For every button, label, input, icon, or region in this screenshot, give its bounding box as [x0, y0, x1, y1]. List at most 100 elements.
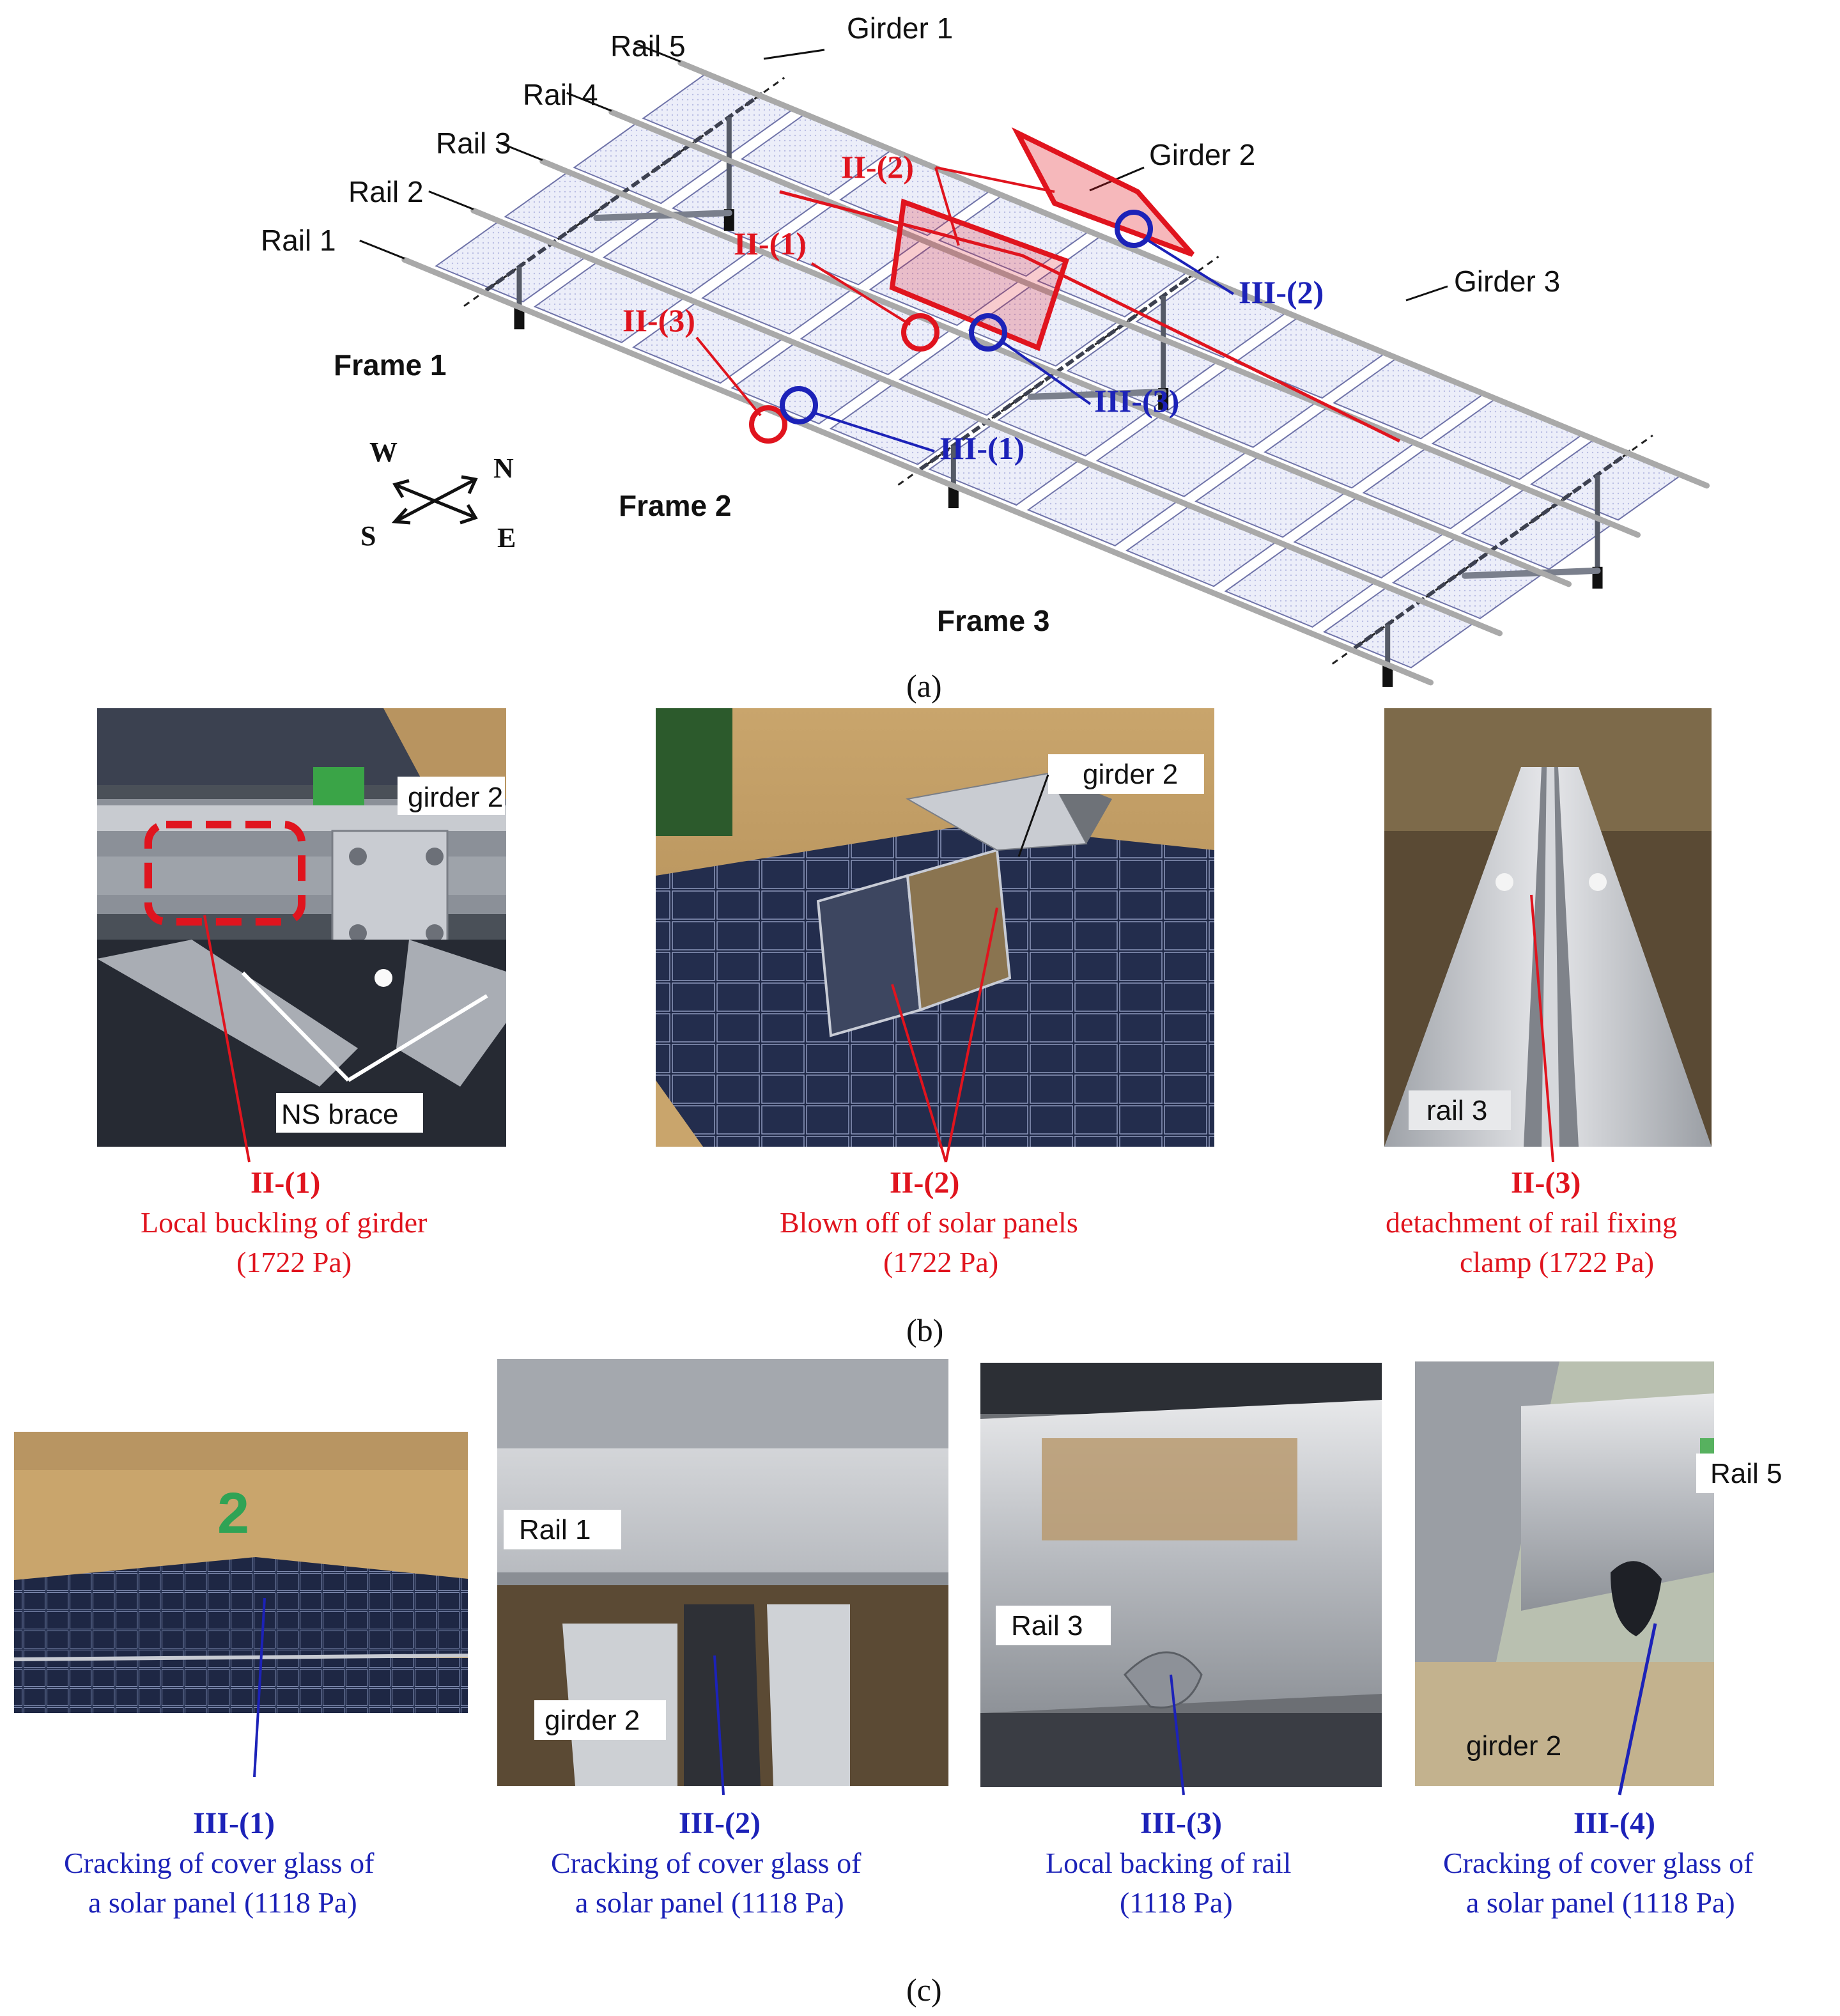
- photo-iii-2: Rail 1 girder 2: [497, 1359, 948, 1795]
- compass-south: S: [360, 520, 376, 552]
- caption-ii-1-line1: Local buckling of girder: [141, 1206, 427, 1239]
- compass-arrows-icon: [391, 475, 478, 525]
- photo-ii-1: girder 2 NS brace: [97, 708, 506, 1163]
- leader-iii-3: [1002, 341, 1092, 405]
- caption-ii-1-id: II-(1): [251, 1166, 320, 1200]
- rail-bar: [470, 207, 1503, 637]
- subcaption-a: (a): [906, 668, 942, 704]
- leader-ii-3: [695, 336, 762, 417]
- rail-leader: [428, 190, 474, 210]
- subcaption-b: (b): [906, 1312, 943, 1348]
- photo-ii-3-label-rail: rail 3: [1426, 1095, 1487, 1126]
- rail-4-label: Rail 4: [523, 78, 598, 111]
- blown-off-panel: [889, 198, 1069, 352]
- photo-iii-3: Rail 3: [980, 1363, 1382, 1795]
- caption-iii-2-id: III-(2): [679, 1806, 761, 1840]
- photo-ii-3: rail 3: [1384, 708, 1712, 1163]
- caption-iii-2-line1: Cracking of cover glass of: [551, 1847, 862, 1879]
- photo-iii-2-label-girder: girder 2: [545, 1705, 640, 1736]
- photo-ii-1-label-brace: NS brace: [281, 1099, 398, 1130]
- rail-labels: Rail 5 Rail 4 Rail 3 Rail 2 Rail 1 Girde…: [261, 12, 1560, 298]
- label-ii-1: II-(1): [734, 226, 807, 261]
- photo-ii-2-label-girder: girder 2: [1083, 759, 1178, 790]
- marker-iii-3: [969, 313, 1007, 352]
- frame-1-label: Frame 1: [334, 348, 446, 382]
- frame-labels: Frame 1 Frame 2 Frame 3: [334, 348, 1049, 637]
- ns-brace: [593, 210, 732, 221]
- footing: [514, 307, 525, 330]
- caption-ii-1-line2: (1722 Pa): [236, 1246, 352, 1278]
- caption-iii-3-line1: Local backing of rail: [1046, 1847, 1291, 1879]
- caption-iii-4-line1: Cracking of cover glass of: [1443, 1847, 1754, 1879]
- caption-iii-1-id: III-(1): [193, 1806, 275, 1840]
- subcaption-c: (c): [906, 1972, 942, 2008]
- photo-iii-2-label-rail: Rail 1: [519, 1514, 591, 1546]
- rail-bar: [539, 158, 1572, 587]
- photo-iii-4: Rail 5 girder 2: [1415, 1361, 1815, 1795]
- caption-iii-2-line2: a solar panel (1118 Pa): [575, 1886, 844, 1919]
- label-iii-3: III-(3): [1094, 383, 1179, 419]
- caption-iii-1-line2: a solar panel (1118 Pa): [88, 1886, 357, 1919]
- damage-labels: II-(2) II-(1) II-(3) III-(2) III-(3) III…: [622, 149, 1324, 466]
- girder-1-label: Girder 1: [847, 12, 953, 45]
- marker-ii-1: [901, 313, 939, 352]
- ns-brace: [1027, 388, 1167, 400]
- caption-iii-4-id: III-(4): [1573, 1806, 1655, 1840]
- caption-ii-3-id: II-(3): [1511, 1166, 1581, 1200]
- leader-ii-2: [934, 167, 960, 246]
- leader-iii-2: [1147, 239, 1235, 295]
- caption-ii-3-line1: detachment of rail fixing: [1386, 1206, 1677, 1239]
- footing: [948, 486, 959, 509]
- rail-leader: [635, 42, 681, 63]
- rail-leader: [566, 91, 612, 112]
- leader-iii-1: [814, 412, 935, 453]
- rail-bar: [401, 256, 1434, 686]
- rail-leader: [497, 141, 543, 161]
- girder-2-label: Girder 2: [1149, 138, 1255, 171]
- caption-ii-3-line2: clamp (1722 Pa): [1460, 1246, 1654, 1278]
- photo-iii-4-label-girder: girder 2: [1466, 1730, 1561, 1762]
- damage-path: [779, 190, 1401, 443]
- compass-north: N: [493, 453, 514, 484]
- label-iii-1: III-(1): [939, 430, 1024, 466]
- footing: [1382, 665, 1393, 687]
- caption-iii-1-line1: Cracking of cover glass of: [64, 1847, 375, 1879]
- leader-ii-1: [810, 262, 911, 326]
- girder-3-label: Girder 3: [1454, 265, 1560, 298]
- label-ii-2: II-(2): [841, 149, 914, 185]
- compass-west: W: [369, 437, 398, 468]
- caption-ii-2-line2: (1722 Pa): [883, 1246, 998, 1278]
- photo-ii-2: girder 2: [656, 708, 1214, 1163]
- rail-leader: [359, 239, 405, 260]
- caption-iii-3-id: III-(3): [1140, 1806, 1222, 1840]
- compass-rose: W N S E: [360, 437, 516, 554]
- ns-brace: [1462, 567, 1601, 579]
- girder-leader: [1405, 285, 1448, 302]
- caption-iii-3-line2: (1118 Pa): [1120, 1886, 1233, 1919]
- photo-iii-4-label-rail: Rail 5: [1710, 1458, 1782, 1489]
- compass-east: E: [497, 522, 516, 554]
- rail-2-label: Rail 2: [348, 175, 424, 208]
- rail-1-label: Rail 1: [261, 224, 336, 257]
- marker-iii-2: [1115, 210, 1153, 248]
- caption-ii-2-id: II-(2): [890, 1166, 959, 1200]
- caption-iii-4-line2: a solar panel (1118 Pa): [1466, 1886, 1735, 1919]
- rail-bar: [608, 109, 1641, 538]
- marker-ii-3: [749, 405, 787, 444]
- photo-iii-3-label-rail: Rail 3: [1011, 1610, 1083, 1641]
- label-iii-2: III-(2): [1239, 274, 1324, 310]
- rail-3-label: Rail 3: [436, 127, 511, 160]
- photo-ii-1-label-girder: girder 2: [408, 782, 503, 813]
- photo-iii-1: 2: [13, 1432, 468, 1778]
- leader-ii-2b: [935, 166, 1055, 193]
- girder-leader: [763, 49, 825, 60]
- rail-5-label: Rail 5: [610, 29, 686, 63]
- svg-text:2: 2: [217, 1482, 249, 1546]
- label-ii-3: II-(3): [622, 302, 695, 338]
- frame-3-label: Frame 3: [937, 604, 1049, 637]
- structure-diagram: [359, 42, 1710, 687]
- frame-2-label: Frame 2: [619, 489, 731, 522]
- rail-bar: [677, 59, 1710, 489]
- marker-iii-1: [780, 386, 818, 424]
